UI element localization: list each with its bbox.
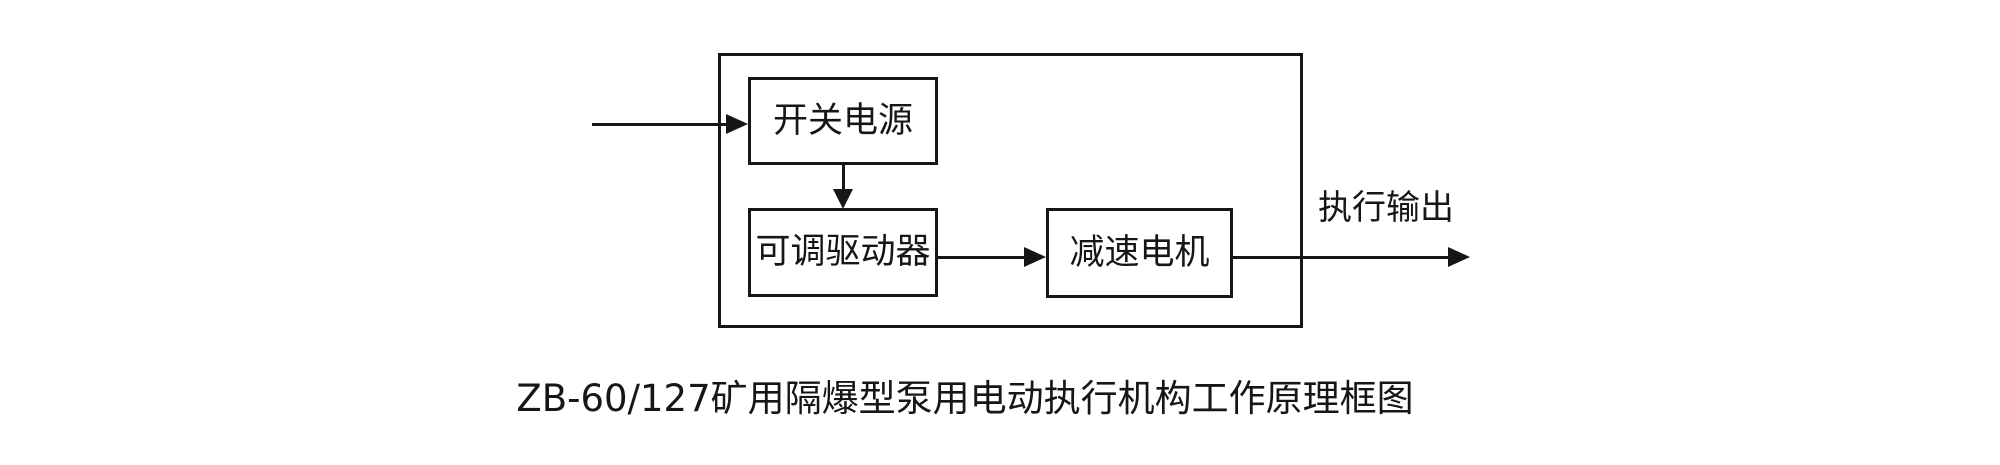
- input-arrowhead-icon: [726, 114, 748, 134]
- power-to-driver-arrowhead-icon: [833, 189, 853, 209]
- block-adjustable-driver: 可调驱动器: [748, 208, 938, 297]
- output-arrow-line: [1233, 256, 1449, 259]
- input-arrow-line: [592, 123, 728, 126]
- diagram-caption: ZB-60/127矿用隔爆型泵用电动执行机构工作原理框图: [516, 377, 1414, 420]
- block-switching-power-supply: 开关电源: [748, 77, 938, 165]
- driver-to-motor-arrow-line: [938, 256, 1026, 259]
- enclosure-rect: [718, 53, 1303, 328]
- output-arrowhead-icon: [1448, 247, 1470, 267]
- block-gear-motor-label: 减速电机: [1069, 232, 1210, 273]
- power-to-driver-arrow-line: [842, 165, 845, 191]
- block-gear-motor: 减速电机: [1046, 208, 1233, 298]
- block-switching-power-supply-label: 开关电源: [772, 100, 913, 141]
- driver-to-motor-arrowhead-icon: [1024, 247, 1046, 267]
- block-adjustable-driver-label: 可调驱动器: [755, 232, 931, 272]
- output-label: 执行输出: [1318, 188, 1454, 228]
